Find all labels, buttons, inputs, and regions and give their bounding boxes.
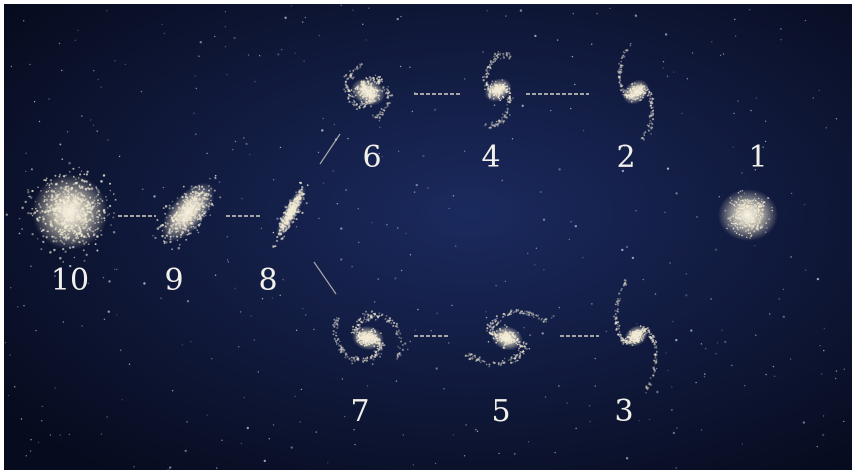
label-9: 9 (164, 263, 183, 298)
label-7: 7 (350, 394, 369, 429)
galaxy-evolution-diagram: 1 2 3 4 5 6 7 8 9 10 (4, 4, 852, 470)
diagram-canvas: 1 2 3 4 5 6 7 8 9 10 (4, 4, 852, 470)
label-3: 3 (614, 394, 633, 429)
label-5: 5 (491, 394, 510, 429)
label-8: 8 (258, 263, 277, 298)
night-sky-background (4, 4, 852, 470)
label-4: 4 (481, 140, 500, 175)
label-1: 1 (748, 140, 767, 175)
label-10: 10 (51, 263, 89, 298)
label-2: 2 (616, 140, 635, 175)
label-6: 6 (362, 140, 381, 175)
galaxy-1-irregular (718, 189, 778, 241)
